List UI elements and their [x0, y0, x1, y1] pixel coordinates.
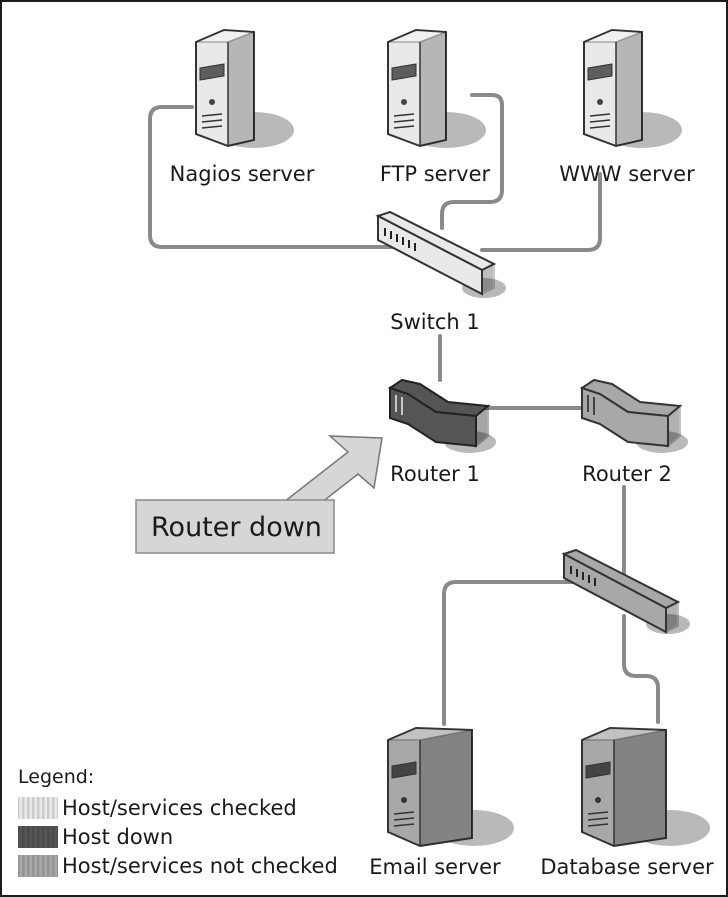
callout-box	[135, 499, 335, 554]
vent-lines	[393, 811, 415, 827]
server-body	[387, 726, 473, 848]
cable-www-switch1	[480, 172, 602, 252]
vent-lines	[393, 113, 415, 129]
vent-lines	[589, 113, 611, 129]
switch-front	[563, 552, 667, 634]
legend-item-down: Host down	[18, 825, 173, 849]
server-body	[581, 726, 667, 848]
server-nagios[interactable]	[195, 28, 294, 148]
drive-bay-icon	[199, 63, 225, 81]
server-body	[387, 28, 447, 148]
power-led-icon	[401, 99, 407, 105]
server-side	[228, 32, 254, 146]
drive-bay-icon	[585, 761, 611, 779]
server-body	[583, 28, 643, 148]
legend-item-not-checked: Host/services not checked	[18, 854, 338, 878]
server-top	[195, 29, 255, 43]
vent-lines	[587, 811, 609, 827]
label-email-server: Email server	[369, 855, 501, 879]
power-led-icon	[401, 797, 407, 803]
legend-title: Legend:	[18, 766, 94, 788]
legend-item-checked: Host/services checked	[18, 796, 297, 820]
router-ports-icon	[395, 395, 403, 415]
callout-text: Router down	[151, 512, 322, 543]
port-lights-icon	[384, 228, 416, 251]
router-2[interactable]	[579, 378, 688, 453]
label-www-server: WWW server	[559, 162, 695, 186]
router-front	[581, 386, 669, 448]
cable-nagios-switch1	[148, 105, 398, 249]
legend-label: Host/services not checked	[62, 854, 338, 878]
label-nagios-server: Nagios server	[170, 162, 315, 186]
label-database-server: Database server	[540, 855, 714, 879]
router-ports-icon	[587, 395, 595, 415]
server-email[interactable]	[387, 726, 514, 848]
server-top	[583, 29, 643, 43]
router-end	[667, 403, 681, 449]
label-router-2: Router 2	[582, 462, 672, 486]
server-top	[581, 727, 667, 741]
legend-swatch-stripes	[18, 797, 58, 819]
power-led-icon	[209, 99, 215, 105]
drive-bay-icon	[391, 761, 417, 779]
server-ftp[interactable]	[387, 28, 486, 148]
cables	[148, 93, 660, 726]
server-top	[387, 29, 447, 43]
port-lights-icon	[570, 566, 596, 586]
cable-switch2-email	[442, 580, 574, 726]
server-top	[387, 727, 473, 741]
legend-swatch-stripes	[18, 826, 58, 848]
server-side	[616, 32, 642, 146]
legend: Legend: Host/services checked Host down …	[18, 766, 338, 878]
server-side	[614, 730, 666, 846]
power-led-icon	[597, 99, 603, 105]
legend-label: Host/services checked	[62, 796, 297, 820]
server-database[interactable]	[581, 726, 710, 848]
server-side	[420, 730, 472, 846]
switch-end	[665, 600, 679, 634]
drive-bay-icon	[391, 63, 417, 81]
cable-switch2-database	[622, 614, 660, 724]
switch-2[interactable]	[561, 548, 690, 634]
label-switch-1: Switch 1	[390, 310, 479, 334]
router-1[interactable]	[387, 378, 496, 453]
switch-end	[481, 262, 495, 296]
router-end	[475, 403, 489, 449]
label-ftp-server: FTP server	[380, 162, 491, 186]
server-www[interactable]	[583, 28, 682, 148]
label-router-1: Router 1	[390, 462, 480, 486]
legend-label: Host down	[62, 825, 173, 849]
callout: Router down	[135, 435, 383, 554]
cable-ftp-switch1	[440, 93, 504, 230]
router-front	[389, 386, 477, 448]
power-led-icon	[595, 797, 601, 803]
server-side	[420, 32, 446, 146]
server-body	[195, 28, 255, 148]
legend-swatch-stripes	[18, 855, 58, 877]
vent-lines	[201, 113, 223, 129]
switch-front	[377, 214, 483, 296]
drive-bay-icon	[587, 63, 613, 81]
switch-1[interactable]	[375, 210, 506, 298]
